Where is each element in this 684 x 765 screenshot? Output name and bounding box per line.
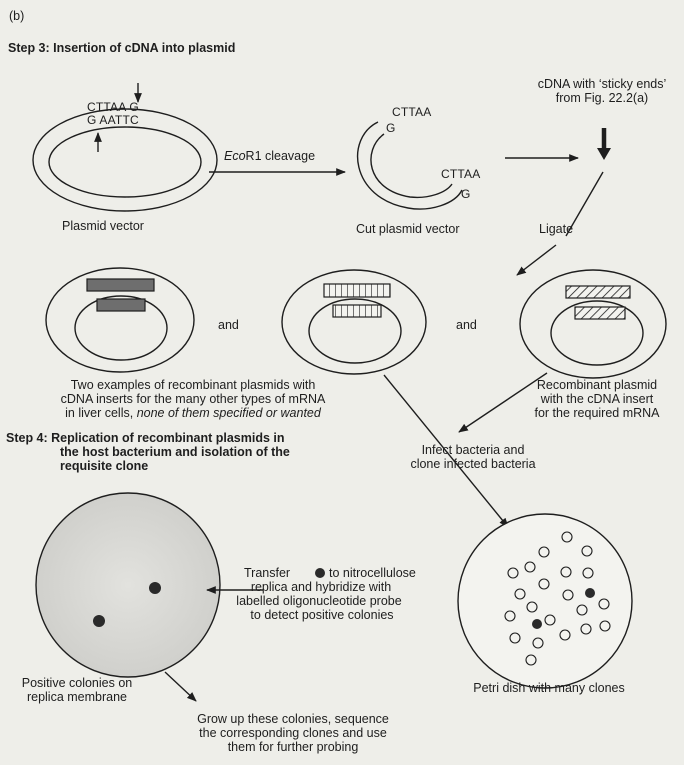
colony bbox=[539, 579, 549, 589]
replica-membrane bbox=[36, 493, 220, 677]
transfer-line3: labelled oligonucleotide probe bbox=[206, 594, 432, 608]
transfer-line1-pre: Transfer bbox=[244, 566, 290, 580]
colony bbox=[533, 638, 543, 648]
dark-insert-outer bbox=[87, 279, 154, 291]
grow-line3: them for further probing bbox=[178, 740, 408, 754]
cut-end-top-g: G bbox=[386, 121, 396, 135]
ecor1-cleavage-label: EcoR1 cleavage bbox=[224, 149, 315, 163]
cut-end-bottom: CTTAA bbox=[441, 167, 480, 181]
step4-heading-line2: the host bacterium and isolation of the bbox=[60, 445, 290, 459]
colony-dot-symbol bbox=[315, 568, 325, 578]
transfer-line4: to detect positive colonies bbox=[222, 608, 422, 622]
recombinant-line3: for the required mRNA bbox=[512, 406, 682, 420]
colony bbox=[560, 630, 570, 640]
grow-line1: Grow up these colonies, sequence bbox=[178, 712, 408, 726]
ecor1-italic: Eco bbox=[224, 149, 246, 163]
examples-line3: in liver cells, none of them specified o… bbox=[48, 406, 338, 420]
plasmid-vector-inner bbox=[49, 127, 201, 197]
examples-line1: Two examples of recombinant plasmids wit… bbox=[48, 378, 338, 392]
transfer-line1-post: to nitrocellulose bbox=[329, 566, 416, 580]
examples-line2: cDNA inserts for the many other types of… bbox=[48, 392, 338, 406]
cut-end-top: CTTAA bbox=[392, 105, 431, 119]
positive-colony bbox=[149, 582, 161, 594]
positive-colony bbox=[93, 615, 105, 627]
colony bbox=[561, 567, 571, 577]
grid-insert-inner bbox=[333, 305, 381, 317]
positive-colony bbox=[532, 619, 542, 629]
petri-dish-label: Petri dish with many clones bbox=[449, 681, 649, 695]
cdna-label-line1: cDNA with ‘sticky ends’ bbox=[520, 77, 684, 91]
colony bbox=[527, 602, 537, 612]
positive-colonies-line1: Positive colonies on bbox=[4, 676, 150, 690]
colony bbox=[581, 624, 591, 634]
cut-plasmid-outer-strand bbox=[358, 122, 462, 209]
positive-colony bbox=[585, 588, 595, 598]
colony bbox=[526, 655, 536, 665]
colony bbox=[583, 568, 593, 578]
cdna-label-line2: from Fig. 22.2(a) bbox=[520, 91, 684, 105]
infect-line2: clone infected bacteria bbox=[398, 457, 548, 471]
plasmid-vector-label: Plasmid vector bbox=[62, 219, 144, 233]
grid-insert-outer bbox=[324, 284, 390, 297]
site-sequence-bottom: G AATTC bbox=[87, 113, 139, 127]
colony bbox=[545, 615, 555, 625]
colony bbox=[600, 621, 610, 631]
hatched-insert-inner bbox=[575, 307, 625, 319]
site-sequence-top: CTTAA G bbox=[87, 100, 139, 114]
colony bbox=[577, 605, 587, 615]
colony bbox=[515, 589, 525, 599]
colony bbox=[508, 568, 518, 578]
step4-heading-line1: Step 4: Replication of recombinant plasm… bbox=[6, 431, 285, 445]
examples-line3-plain: in liver cells, bbox=[65, 406, 137, 420]
colony bbox=[510, 633, 520, 643]
cut-plasmid-label: Cut plasmid vector bbox=[356, 222, 460, 236]
grow-line2: the corresponding clones and use bbox=[178, 726, 408, 740]
grow-up-arrow bbox=[165, 672, 196, 701]
and-label-1: and bbox=[218, 318, 239, 332]
colony bbox=[599, 599, 609, 609]
colony bbox=[525, 562, 535, 572]
examples-line3-italic: none of them specified or wanted bbox=[137, 406, 321, 420]
colony bbox=[582, 546, 592, 556]
cut-end-bottom-g: G bbox=[461, 187, 471, 201]
recombinant-line2: with the cDNA insert bbox=[512, 392, 682, 406]
dark-insert-inner bbox=[97, 299, 145, 311]
cut-plasmid-inner-strand bbox=[371, 134, 452, 197]
step4-heading-line3: requisite clone bbox=[60, 459, 148, 473]
colony bbox=[562, 532, 572, 542]
colony bbox=[539, 547, 549, 557]
recombinant-line1: Recombinant plasmid bbox=[512, 378, 682, 392]
ligate-label: Ligate bbox=[539, 222, 573, 236]
hatched-insert-outer bbox=[566, 286, 630, 298]
positive-colonies-line2: replica membrane bbox=[4, 690, 150, 704]
infect-line1: Infect bacteria and bbox=[398, 443, 548, 457]
ligate-arrow-lower bbox=[517, 245, 556, 275]
transfer-line2: replica and hybridize with bbox=[226, 580, 416, 594]
colony bbox=[505, 611, 515, 621]
ecor1-rest: R1 cleavage bbox=[246, 149, 316, 163]
colony bbox=[563, 590, 573, 600]
and-label-2: and bbox=[456, 318, 477, 332]
